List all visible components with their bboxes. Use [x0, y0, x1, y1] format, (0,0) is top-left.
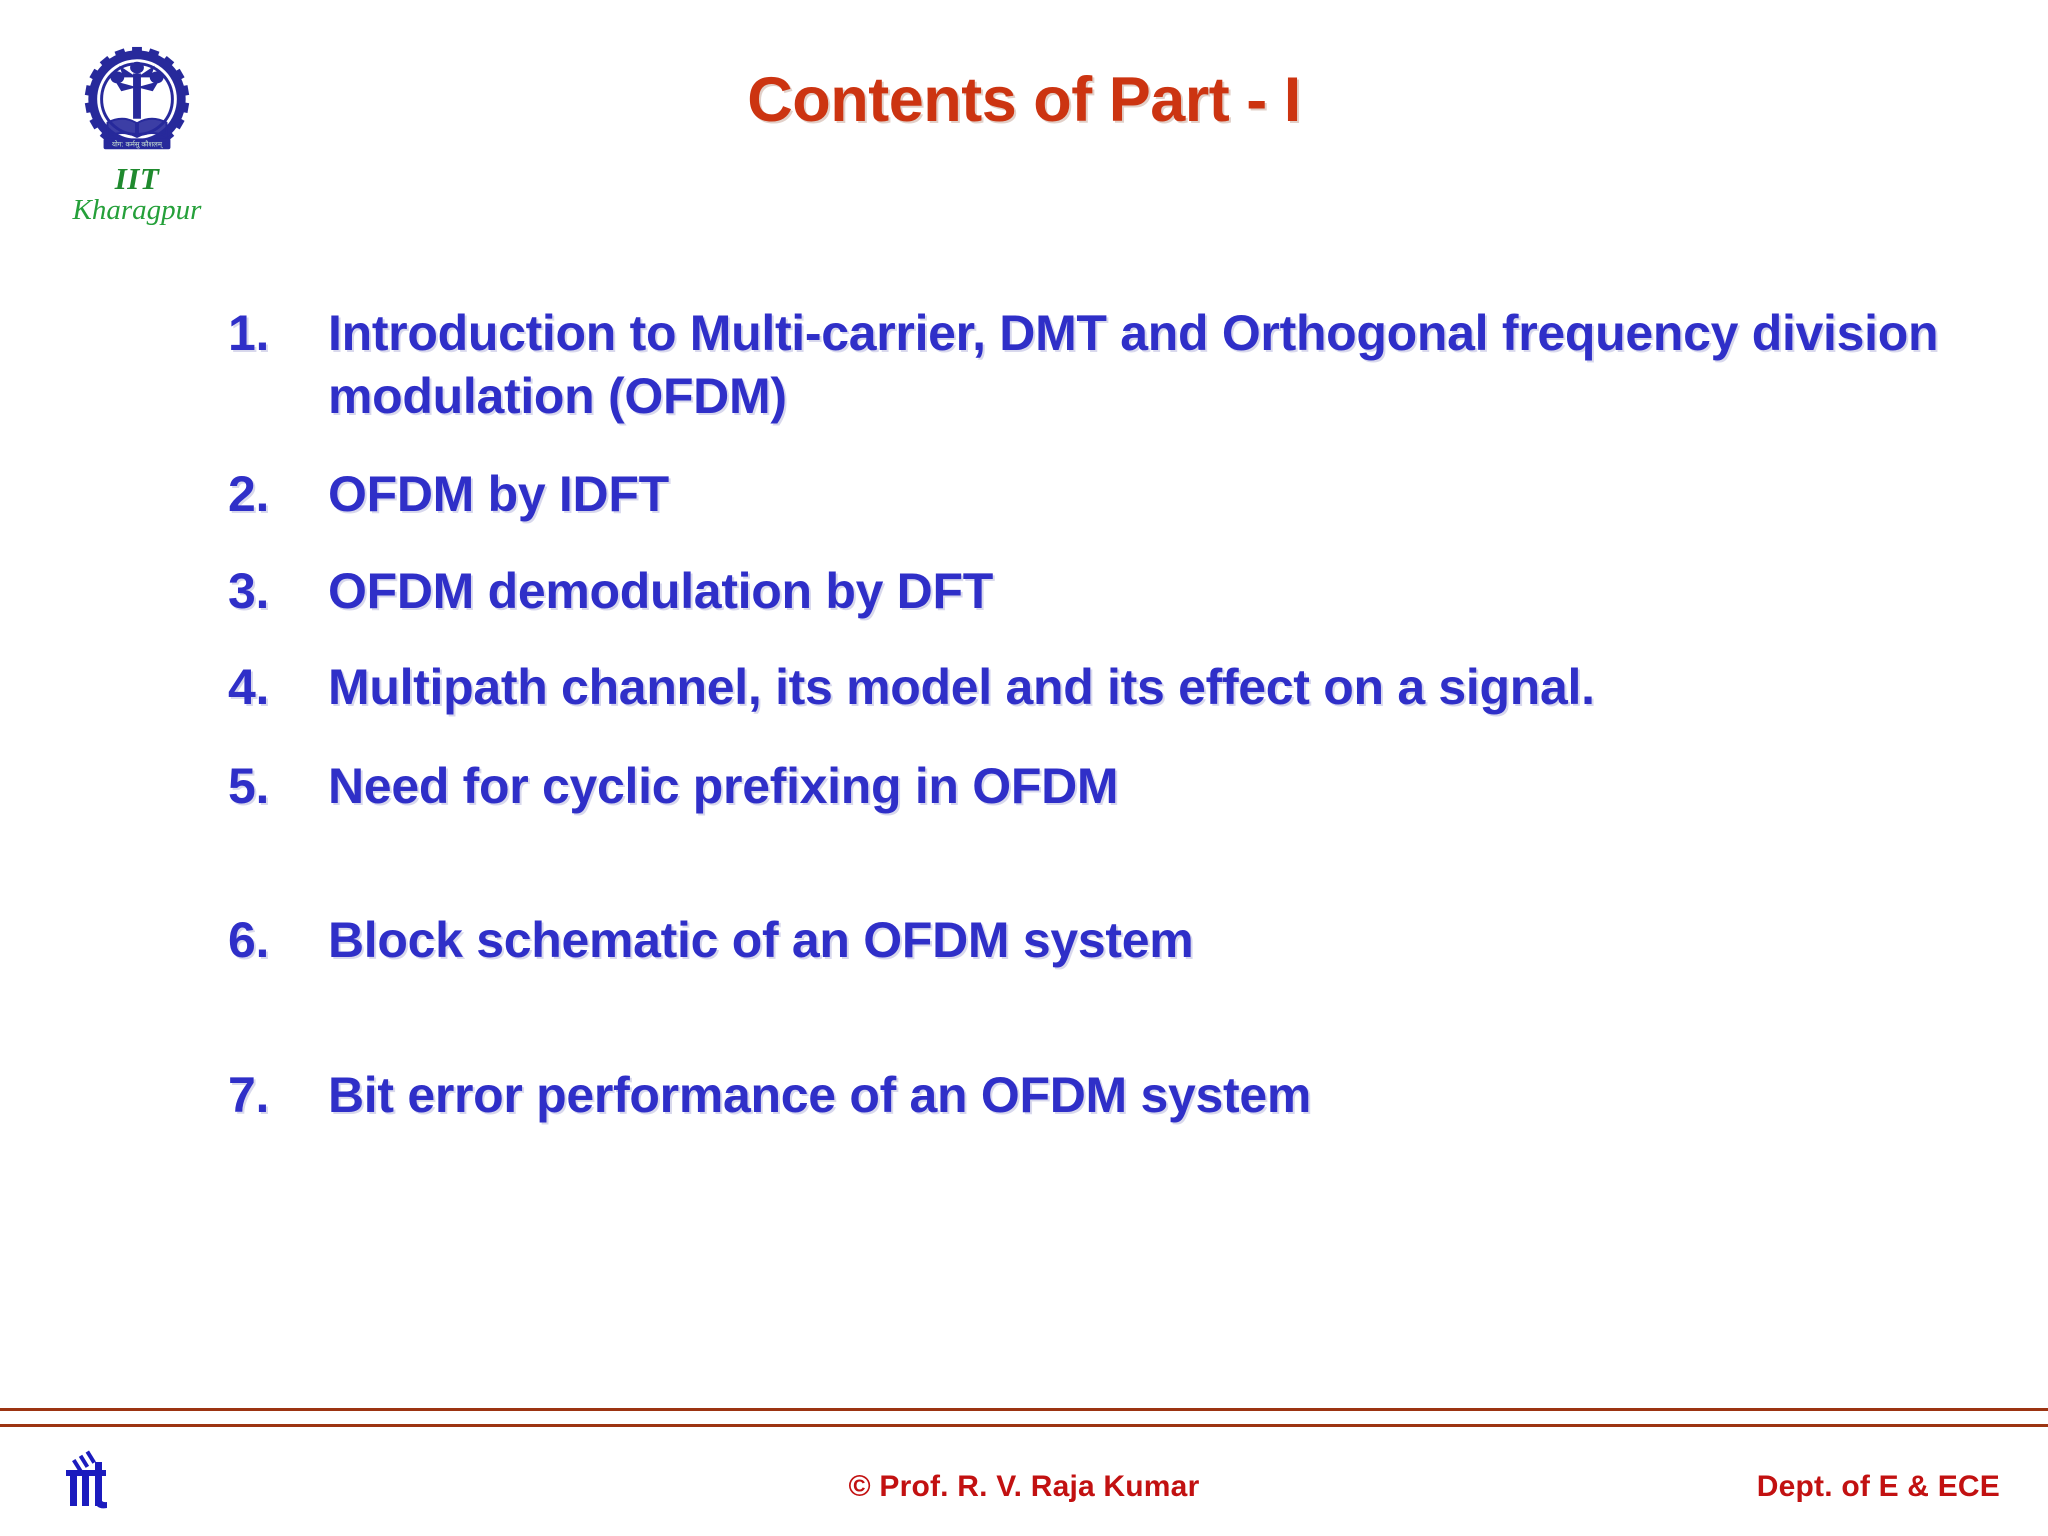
list-item-number: 6. — [228, 912, 270, 968]
list-item-number: 1. — [228, 305, 270, 361]
list-item-number: 3. — [228, 562, 270, 619]
contents-list: 1. Introduction to Multi-carrier, DMT an… — [228, 302, 1988, 1126]
list-item-label: Need for cyclic prefixing in OFDM — [328, 757, 1119, 814]
footer-divider-top — [0, 1408, 2048, 1411]
list-item: 1. Introduction to Multi-carrier, DMT an… — [228, 302, 1988, 427]
list-item-number: 5. — [228, 757, 270, 814]
iit-kharagpur-emblem-icon: योग: कर्मसु कौशलम् — [84, 46, 190, 150]
list-item: 7. Bit error performance of an OFDM syst… — [228, 1064, 1988, 1127]
list-item-label: Introduction to Multi-carrier, DMT and O… — [328, 305, 1939, 424]
page-title: Contents of Part - I — [747, 65, 1301, 135]
list-item-number: 7. — [228, 1066, 270, 1123]
footer-copyright: © Prof. R. V. Raja Kumar — [848, 1470, 1200, 1503]
iit-monogram-icon — [66, 1450, 107, 1509]
footer-department: Dept. of E & ECE — [1756, 1470, 2000, 1503]
list-item-label: Bit error performance of an OFDM system — [328, 1066, 1311, 1123]
list-item: 3. OFDM demodulation by DFT — [228, 560, 1988, 623]
list-item-label: Block schematic of an OFDM system — [328, 912, 1194, 968]
list-item-label: OFDM demodulation by DFT — [328, 562, 993, 619]
footer-divider-bottom — [0, 1424, 2048, 1427]
list-item-label: Multipath channel, its model and its eff… — [328, 659, 1595, 715]
list-item: 6. Block schematic of an OFDM system — [228, 909, 1988, 972]
iit-kharagpur-logo: योग: कर्मसु कौशलम् IIT Kharagpur — [52, 44, 222, 226]
svg-text:योग: कर्मसु कौशलम्: योग: कर्मसु कौशलम् — [112, 139, 163, 148]
list-item: 5. Need for cyclic prefixing in OFDM — [228, 755, 1988, 818]
list-item-number: 4. — [228, 659, 270, 715]
logo-iit-label: IIT — [114, 161, 160, 196]
list-item-label: OFDM by IDFT — [328, 466, 669, 522]
list-item-number: 2. — [228, 466, 270, 522]
logo-kharagpur-label: Kharagpur — [72, 194, 202, 226]
list-item: 4. Multipath channel, its model and its … — [228, 656, 1988, 719]
list-item: 2. OFDM by IDFT — [228, 463, 1988, 526]
